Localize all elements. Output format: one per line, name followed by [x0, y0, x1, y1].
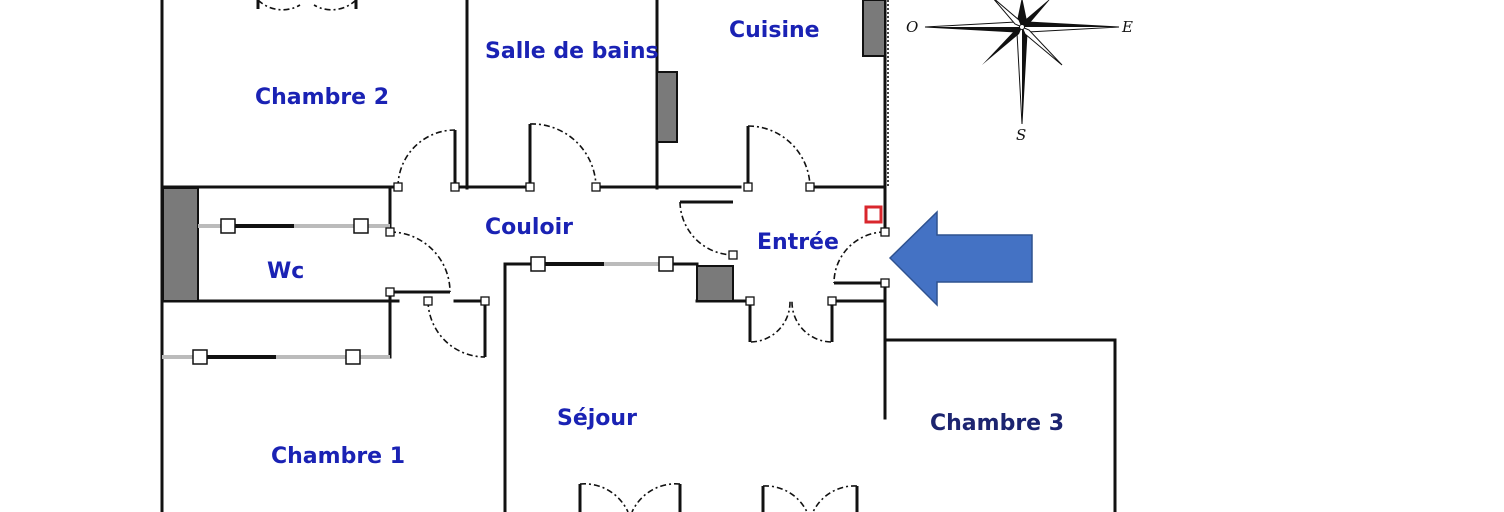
hinge-marker	[743, 182, 753, 192]
compass-west-label: O	[906, 18, 918, 36]
hinge-marker	[880, 227, 890, 237]
chambre-2-window-arc	[257, 0, 357, 11]
bathroom-fixture	[656, 71, 678, 143]
wc-door-arc	[389, 231, 451, 293]
hinge-marker	[827, 296, 837, 306]
sliding-door-handle	[530, 256, 546, 272]
sejour-window-arc-1	[579, 483, 681, 512]
sliding-door-handle	[345, 349, 361, 365]
compass-diagonal-ne	[1022, 0, 1050, 27]
room-label-chambre-2: Chambre 2	[255, 85, 389, 110]
hinge-marker	[385, 287, 395, 297]
hinge-marker	[525, 182, 535, 192]
swing-doors	[256, 0, 886, 512]
hinge-marker	[423, 296, 433, 306]
columns	[162, 0, 886, 302]
compass-south-label: S	[1016, 126, 1026, 144]
sliding-doors	[162, 218, 674, 365]
entrance-arrow-icon	[888, 210, 1033, 307]
room-label-wc: Wc	[267, 259, 304, 284]
room-label-couloir: Couloir	[485, 215, 573, 240]
sliding-door-handle	[658, 256, 674, 272]
kitchen-fixture	[862, 0, 886, 57]
kitchen-door-arc	[747, 125, 811, 188]
sejour-door-arc-right	[791, 300, 833, 343]
entrance-marker	[864, 205, 883, 224]
compass-diagonal-se	[1021, 26, 1063, 66]
hinge-marker	[805, 182, 815, 192]
chambre-2-door-arc	[397, 129, 456, 188]
hinge-marker	[591, 182, 601, 192]
sliding-door-handle	[192, 349, 208, 365]
room-label-chambre-3: Chambre 3	[930, 411, 1064, 436]
sliding-door-handle	[353, 218, 369, 234]
room-label-salle-de-bains: Salle de bains	[485, 39, 659, 64]
compass-diagonal-sw	[982, 27, 1022, 65]
compass-needle-west-half	[925, 27, 1022, 32]
room-labels: Chambre 2 Salle de bains Cuisine Couloir…	[255, 18, 1064, 469]
hinge-marker	[880, 278, 890, 288]
hinge-marker	[385, 227, 395, 237]
room-label-entree: Entrée	[757, 230, 839, 255]
sliding-door-handle	[220, 218, 236, 234]
room-label-sejour: Séjour	[557, 406, 637, 431]
compass-center	[1019, 24, 1025, 30]
hinge-marker	[450, 182, 460, 192]
hinge-marker	[745, 296, 755, 306]
hinge-marker	[393, 182, 403, 192]
west-column	[162, 187, 199, 302]
hinge-marker	[480, 296, 490, 306]
compass-diagonal-nw	[993, 0, 1023, 28]
bathroom-door-arc	[529, 123, 597, 188]
hall-column	[696, 265, 734, 302]
compass-needle-east-half	[1022, 22, 1119, 27]
room-label-cuisine: Cuisine	[729, 18, 820, 43]
compass-east-label: E	[1121, 18, 1133, 36]
hall-door-arc	[679, 201, 734, 256]
compass-rose-icon	[924, 0, 1120, 125]
entrance-door-arc	[833, 231, 886, 284]
sejour-door-arc-left	[749, 300, 791, 343]
hinge-marker	[728, 250, 738, 260]
sejour-window-arc-2	[762, 485, 858, 512]
compass-needle-south-half	[1022, 27, 1027, 124]
door-hinge-markers	[385, 182, 890, 306]
room-label-chambre-1: Chambre 1	[271, 444, 405, 469]
chambre-1-door-arc	[427, 300, 486, 358]
